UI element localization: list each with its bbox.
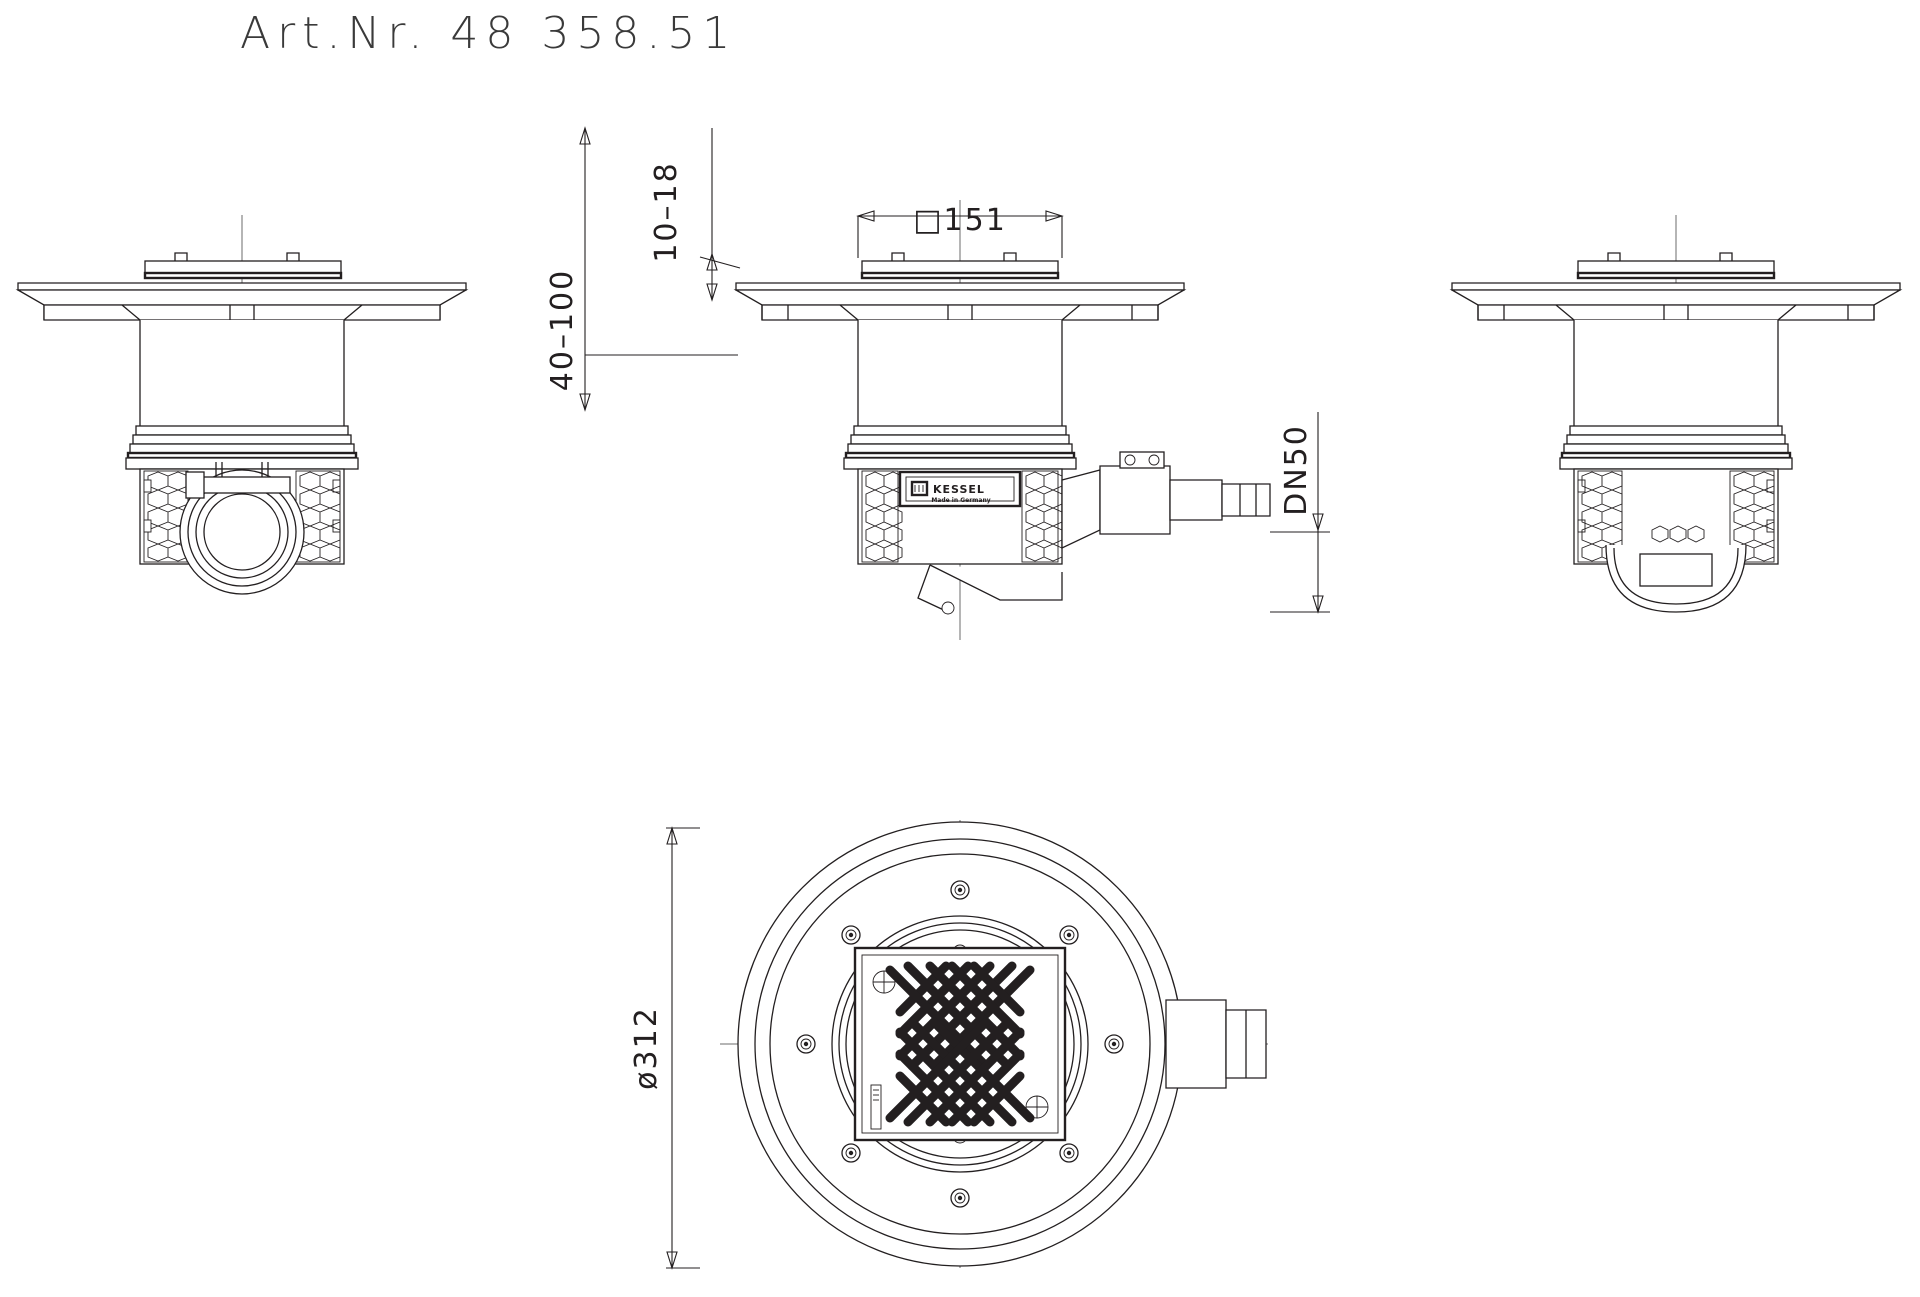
collar-rings [843,425,1077,470]
trap-housing: KESSEL Made in Germany [857,468,1063,565]
outlet-body [917,451,1271,615]
collar-rings [1559,425,1793,470]
dimension-height-range: 40–100 [545,126,738,412]
dimension-outlet: DN50 [1270,412,1330,614]
kessel-logo-icon [910,480,929,497]
dimension-grate-square: □151 [856,203,1064,258]
dimension-label-flange-diameter: ø312 [629,1006,664,1090]
outlet-pipe-front [179,462,305,595]
dimension-insert-range: 10–18 [649,128,741,302]
cover-plate [143,252,343,280]
grate-brand-mark [870,1084,882,1130]
cover-plate [860,252,1060,280]
honeycomb-left [1577,470,1623,563]
outlet-stub [1165,999,1267,1089]
dimension-label-insert-range: 10–18 [649,161,684,262]
view-right-elevation [1449,215,1903,613]
riser-body [121,304,363,431]
riser-body [839,304,1081,431]
collar-rings [125,425,359,470]
screw-head-icon [1104,1034,1124,1054]
screw-head-icon [950,1188,970,1208]
trap-bowl [1605,544,1747,613]
dimension-label-height-range: 40–100 [545,269,580,391]
screw-head-icon [950,880,970,900]
screw-head-icon [841,925,861,945]
screw-head-icon [1059,925,1079,945]
flange [733,282,1187,321]
brand-name: KESSEL [933,483,985,496]
dimension-label-grate-square: □151 [913,203,1007,238]
screw-head-icon [796,1034,816,1054]
view-left-elevation [15,215,469,595]
grate-slots [885,961,1035,1127]
screw-head-icon [1059,1143,1079,1163]
view-plan-view: ø312 [629,820,1268,1270]
grate-frame [853,946,1067,1142]
view-center-section: 40–100 10–18 □151 [545,126,1330,640]
clamp-bracket [185,462,291,499]
screw-head-icon [841,1143,861,1163]
honeycomb-right [1729,470,1775,563]
flange [1449,282,1903,321]
dimension-flange-diameter: ø312 [629,826,700,1270]
cross-screw-icon [872,970,896,994]
brand-tagline: Made in Germany [931,497,990,504]
brand-plate: KESSEL Made in Germany [898,470,1022,508]
cross-screw-icon [1025,1095,1049,1119]
cover-plate [1576,252,1776,280]
flange [15,282,469,321]
page-title: Art.Nr. 48 358.51 [240,8,737,59]
dimension-label-outlet: DN50 [1279,424,1314,516]
riser-body [1555,304,1797,431]
